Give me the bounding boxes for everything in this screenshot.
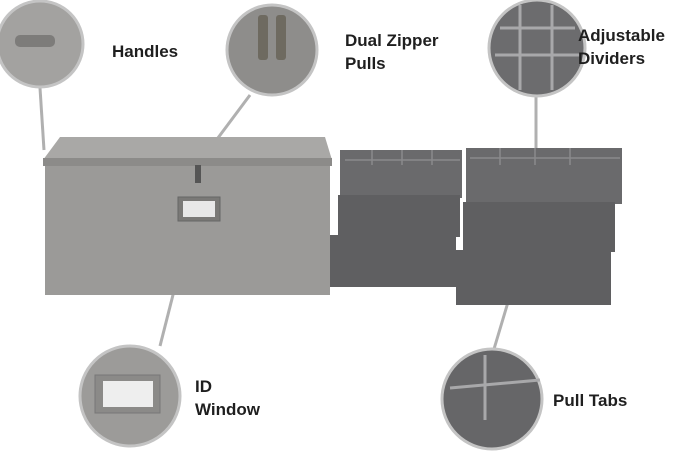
label-handles: Handles — [112, 40, 178, 63]
connector-handles — [38, 87, 46, 151]
label-id-window: ID Window — [195, 375, 260, 421]
label-id-line2: Window — [195, 400, 260, 419]
label-zipper-line1: Dual Zipper — [345, 31, 439, 50]
label-pull-tabs: Pull Tabs — [553, 389, 627, 412]
zipper-detail-circle — [225, 3, 319, 97]
label-handles-text: Handles — [112, 42, 179, 61]
pull-tabs-detail-circle — [440, 347, 544, 451]
label-dividers-line2: Dividers — [578, 49, 646, 68]
label-id-line1: ID — [195, 377, 212, 396]
divider-trays — [330, 148, 622, 305]
label-pull-tabs-text: Pull Tabs — [553, 391, 628, 410]
storage-box — [43, 137, 332, 295]
dividers-detail-circle — [487, 0, 587, 98]
label-dividers-line1: Adjustable — [578, 26, 665, 45]
label-zipper-line2: Pulls — [345, 54, 386, 73]
